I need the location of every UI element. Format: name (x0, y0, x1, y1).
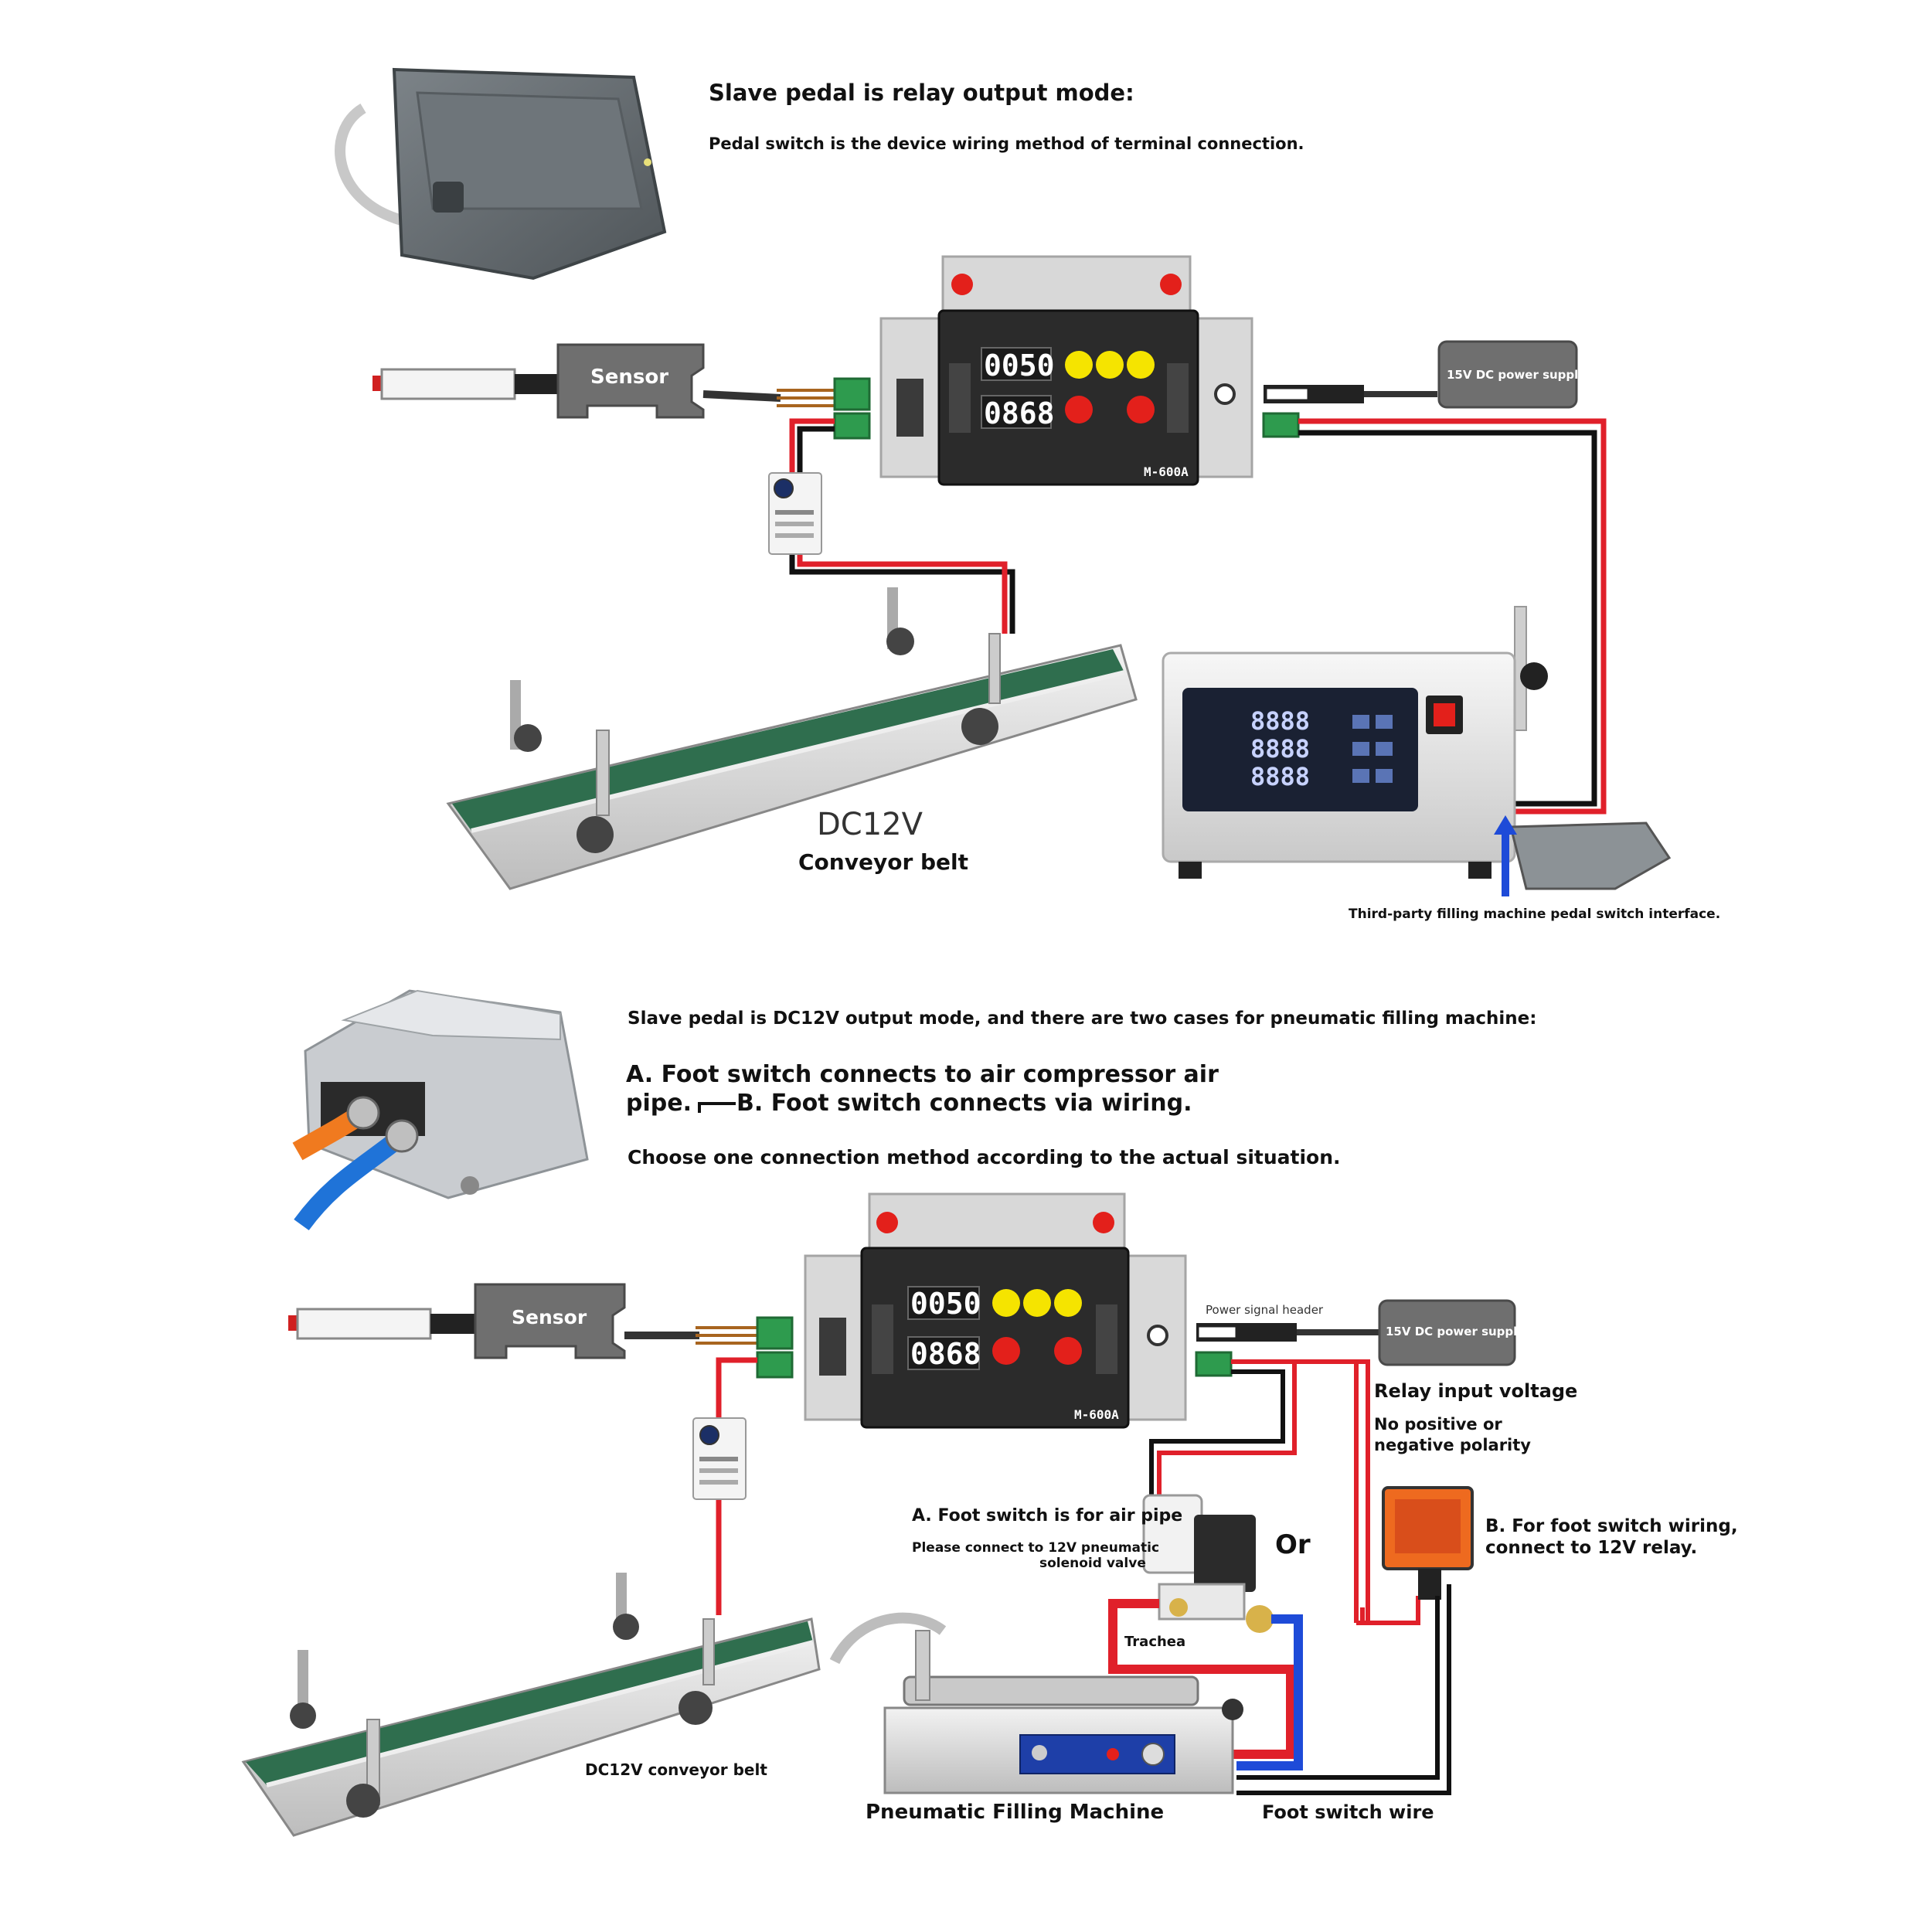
sensor-icon: Sensor (288, 1283, 626, 1359)
controller2-readout-bottom: 0868 (910, 1337, 981, 1371)
controller-icon: 0050 0868 M-600A (879, 255, 1253, 486)
filling-machine-icon: 8888 8888 8888 (1162, 606, 1672, 890)
filling-machine-icon (829, 1612, 1243, 1794)
power-signal-header: Power signal header (1206, 1303, 1324, 1317)
controller-icon: 0050 0868 M-600A (804, 1192, 1187, 1429)
conveyor-label-2: DC12V conveyor belt (585, 1760, 767, 1779)
section-dc12v-output: Slave pedal is DC12V output mode, and th… (241, 989, 1738, 1837)
option-a-line1: A. Foot switch connects to air compresso… (626, 1061, 1219, 1088)
knob-icon (768, 472, 822, 555)
power-supply-icon: 15V DC power supply (1378, 1299, 1525, 1366)
a-note-line1: Please connect to 12V pneumatic (912, 1540, 1159, 1556)
no-polarity-line1: No positive or (1374, 1415, 1502, 1434)
choose-note: Choose one connection method according t… (628, 1146, 1341, 1168)
conveyor-icon (446, 587, 1138, 890)
air-tube-blue (1236, 1614, 1303, 1770)
third-party-label: Third-party filling machine pedal switch… (1349, 906, 1720, 922)
section2-title: Slave pedal is DC12V output mode, and th… (628, 1009, 1536, 1029)
power-supply-label: 15V DC power supply. (1447, 368, 1589, 382)
option-a-line2: pipe. (626, 1090, 692, 1117)
sensor-icon: Sensor (372, 343, 705, 419)
controller-readout-top: 0050 (984, 349, 1055, 383)
or-label: Or (1275, 1529, 1311, 1560)
filling-readout-2: 8888 (1250, 734, 1310, 764)
sensor-label: Sensor (590, 366, 668, 389)
sensor-label-2: Sensor (512, 1306, 587, 1328)
air-tube-red (1108, 1599, 1295, 1759)
controller-readout-bottom: 0868 (984, 396, 1055, 430)
controller2-readout-top: 0050 (910, 1287, 981, 1321)
section1-title: Slave pedal is relay output mode: (709, 80, 1134, 106)
section1-subtitle: Pedal switch is the device wiring method… (709, 134, 1304, 153)
controller2-model: M-600A (1074, 1407, 1119, 1422)
conveyor-icon (241, 1573, 821, 1837)
relay-input-voltage: Relay input voltage (1374, 1380, 1577, 1402)
conveyor-label: Conveyor belt (798, 849, 968, 875)
trachea-label: Trachea (1124, 1634, 1185, 1650)
a-note-line2: solenoid valve (1039, 1556, 1146, 1571)
filling-readout-1: 8888 (1250, 706, 1310, 736)
option-b: B. Foot switch connects via wiring. (736, 1090, 1192, 1117)
relay-icon (1382, 1486, 1474, 1600)
foot-pedal-icon (292, 989, 589, 1231)
power-supply-label-2: 15V DC power supply (1386, 1325, 1525, 1338)
bracket-connector (698, 1102, 736, 1113)
terminal-block (833, 377, 871, 411)
no-polarity-line2: negative polarity (1374, 1436, 1531, 1454)
section-relay-output: Slave pedal is relay output mode: Pedal … (335, 67, 1720, 922)
foot-pedal-icon (335, 67, 667, 281)
controller-model: M-600A (1144, 464, 1189, 479)
b-wiring-line1: B. For foot switch wiring, (1485, 1516, 1738, 1536)
terminal-block (833, 412, 871, 440)
filling-readout-3: 8888 (1250, 762, 1310, 791)
pneumatic-label: Pneumatic Filling Machine (866, 1801, 1164, 1824)
solenoid-valve-icon (1142, 1494, 1274, 1633)
conveyor-voltage: DC12V (817, 807, 923, 842)
foot-switch-wire: Foot switch wire (1262, 1801, 1434, 1823)
power-supply-icon: 15V DC power supply. (1437, 340, 1589, 409)
a-air-pipe: A. Foot switch is for air pipe (912, 1506, 1182, 1526)
knob-icon (692, 1417, 747, 1500)
b-wiring-line2: connect to 12V relay. (1485, 1538, 1697, 1558)
